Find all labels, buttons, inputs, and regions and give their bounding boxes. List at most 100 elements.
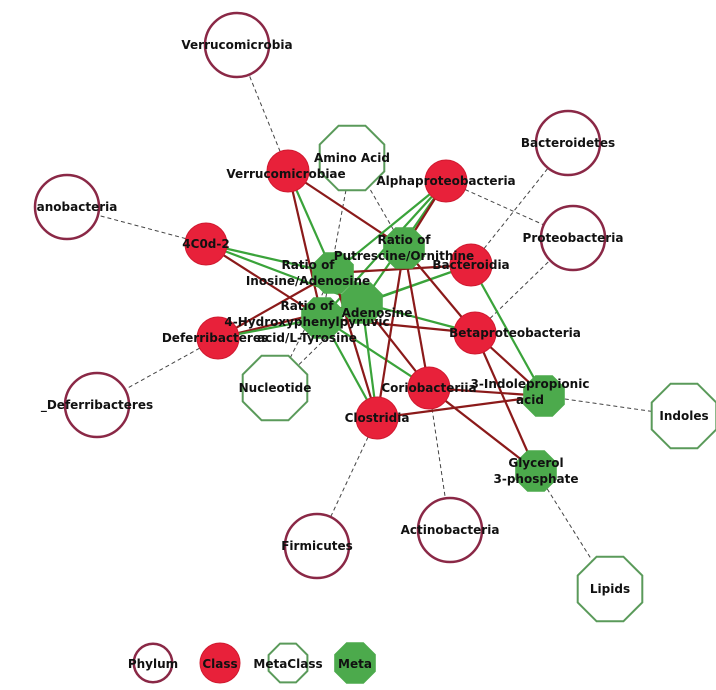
class-node-c4c0d2[interactable] xyxy=(184,222,228,266)
node-alphaproteobacteria[interactable] xyxy=(424,159,468,203)
node-coriobacteriia[interactable] xyxy=(407,366,451,410)
node-indolepropionic[interactable] xyxy=(523,375,565,417)
meta-node-putrescine[interactable] xyxy=(383,227,425,269)
node-label-lipids: Lipids xyxy=(590,582,630,596)
legend-item-class: Class xyxy=(199,642,241,684)
node-bacteroidetes[interactable] xyxy=(534,109,602,177)
node-label-hpp: acid/L-Tyrosine xyxy=(257,331,357,345)
legend-label-metaclass: MetaClass xyxy=(253,657,322,671)
node-label-indoles: Indoles xyxy=(659,409,708,423)
node-lipids[interactable] xyxy=(576,555,644,623)
legend-label-phylum: Phylum xyxy=(128,657,178,671)
node-firmicutes[interactable] xyxy=(283,512,351,580)
node-verrucomicrobia[interactable] xyxy=(203,11,271,79)
legend-label-class: Class xyxy=(202,657,237,671)
edge-coriobacteriia-putrescine xyxy=(402,247,431,389)
meta-node-indolepropionic[interactable] xyxy=(523,375,565,417)
phylum-node-firmicutes[interactable] xyxy=(283,512,351,580)
node-label-glycerol: 3-phosphate xyxy=(494,472,579,486)
edge-c4c0d2-inosine xyxy=(205,242,334,275)
node-proteobacteria[interactable] xyxy=(539,204,607,272)
edge-clostridia-putrescine xyxy=(375,247,406,419)
class-node-coriobacteriia[interactable] xyxy=(407,366,451,410)
node-label-putrescine: Ratio of xyxy=(377,233,431,247)
node-label-coriobacteriia: Coriobacteriia xyxy=(381,381,476,395)
edge-verrucomicrobiae-hpp xyxy=(286,170,324,319)
node-amino_acid[interactable] xyxy=(318,124,386,192)
node-label-indolepropionic: acid xyxy=(516,393,544,407)
edge-clostridia-inosine xyxy=(331,272,379,419)
legend-item-phylum: Phylum xyxy=(128,642,178,684)
node-inosine[interactable] xyxy=(312,252,354,294)
phylum-node-cyanobacteria[interactable] xyxy=(33,173,101,241)
node-label-clostridia: Clostridia xyxy=(345,411,410,425)
node-putrescine[interactable] xyxy=(383,227,425,269)
node-label-inosine: Inosine/Adenosine xyxy=(246,274,370,288)
class-node-verrucomicrobiae[interactable] xyxy=(266,149,310,193)
node-indoles[interactable] xyxy=(650,382,716,450)
phylum-node-actinobacteria[interactable] xyxy=(416,496,484,564)
node-adenosine[interactable] xyxy=(341,282,383,324)
legend-class-swatch[interactable] xyxy=(199,642,241,684)
phylum-node-verrucomicrobia[interactable] xyxy=(203,11,271,79)
edge-verrucomicrobiae-putrescine xyxy=(287,170,405,249)
node-betaproteobacteria[interactable] xyxy=(453,311,497,355)
edge-bacteroidia-indolepropionic xyxy=(470,264,545,397)
edge-glycerol-lipids xyxy=(535,470,611,590)
edge-c4c0d2-hpp xyxy=(205,243,323,319)
node-label-hpp: 4-Hydroxyphenylpyruvic xyxy=(224,315,389,329)
phylum-node-bacteroidetes[interactable] xyxy=(534,109,602,177)
node-label-hpp: Ratio of xyxy=(280,299,334,313)
legend-metaclass-swatch[interactable] xyxy=(267,642,309,684)
legend: Phylum Class MetaClass Meta xyxy=(128,642,376,684)
metaclass-node-indoles[interactable] xyxy=(650,382,716,450)
node-deferribacteres_p[interactable] xyxy=(63,371,131,439)
node-label-glycerol: Glycerol xyxy=(508,456,563,470)
meta-node-hpp[interactable] xyxy=(301,297,343,339)
class-node-bacteroidia[interactable] xyxy=(449,243,493,287)
node-hpp[interactable] xyxy=(301,297,343,339)
node-label-actinobacteria: Actinobacteria xyxy=(401,523,500,537)
node-clostridia[interactable] xyxy=(355,396,399,440)
node-cyanobacteria[interactable] xyxy=(33,173,101,241)
metaclass-node-amino_acid[interactable] xyxy=(318,124,386,192)
node-nucleotide[interactable] xyxy=(241,354,309,422)
class-node-deferribacteres_c[interactable] xyxy=(196,316,240,360)
node-glycerol[interactable] xyxy=(515,450,557,492)
legend-meta-swatch[interactable] xyxy=(334,642,376,684)
edge-clostridia-indolepropionic xyxy=(376,394,545,420)
edge-alphaproteobacteria-inosine xyxy=(332,180,447,274)
node-label-proteobacteria: Proteobacteria xyxy=(523,231,624,245)
node-label-betaproteobacteria: Betaproteobacteria xyxy=(449,326,581,340)
node-label-indolepropionic: 3-Indolepropionic xyxy=(471,377,590,391)
node-c4c0d2[interactable] xyxy=(184,222,228,266)
edge-clostridia-firmicutes xyxy=(316,417,378,547)
meta-node-inosine[interactable] xyxy=(312,252,354,294)
class-node-alphaproteobacteria[interactable] xyxy=(424,159,468,203)
phylum-node-deferribacteres_p[interactable] xyxy=(63,371,131,439)
legend-label-meta: Meta xyxy=(338,657,372,671)
node-bacteroidia[interactable] xyxy=(449,243,493,287)
phylum-node-proteobacteria[interactable] xyxy=(539,204,607,272)
meta-node-glycerol[interactable] xyxy=(515,450,557,492)
legend-item-meta: Meta xyxy=(334,642,376,684)
edge-coriobacteriia-glycerol xyxy=(428,387,537,472)
metaclass-node-lipids[interactable] xyxy=(576,555,644,623)
node-label-adenosine: Adenosine xyxy=(342,306,413,320)
edge-deferribacteres_c-inosine xyxy=(217,272,334,339)
class-node-clostridia[interactable] xyxy=(355,396,399,440)
node-deferribacteres_c[interactable] xyxy=(196,316,240,360)
edge-indolepropionic-indoles xyxy=(543,395,685,417)
metaclass-node-nucleotide[interactable] xyxy=(241,354,309,422)
node-label-alphaproteobacteria: Alphaproteobacteria xyxy=(376,174,515,188)
node-label-bacteroidetes: Bacteroidetes xyxy=(521,136,615,150)
class-node-betaproteobacteria[interactable] xyxy=(453,311,497,355)
node-label-deferribacteres_c: Deferribacteres xyxy=(162,331,268,345)
node-actinobacteria[interactable] xyxy=(416,496,484,564)
node-label-verrucomicrobia: Verrucomicrobia xyxy=(181,38,292,52)
meta-node-adenosine[interactable] xyxy=(341,282,383,324)
node-verrucomicrobiae[interactable] xyxy=(266,149,310,193)
legend-phylum-swatch[interactable] xyxy=(132,642,174,684)
